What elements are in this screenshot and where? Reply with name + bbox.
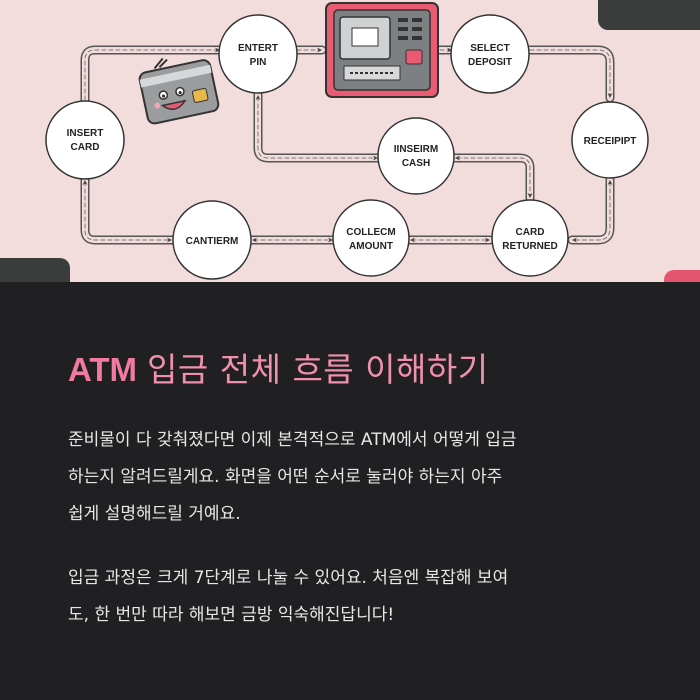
- paragraph-steps: 입금 과정은 크게 7단계로 나눌 수 있어요. 처음엔 복잡해 보여 도, 한…: [68, 560, 638, 634]
- corner-block-bottom-right: [664, 270, 700, 282]
- step-label-line1: ENTERT: [238, 43, 278, 54]
- step-label-line2: CASH: [402, 158, 430, 169]
- step-collect-amount: COLLECM AMOUNT: [332, 199, 410, 277]
- connector-receipt-to-returned: [567, 175, 615, 245]
- connector-card-to-confirm: [80, 175, 177, 245]
- step-insert-card: INSERT CARD: [45, 100, 125, 180]
- connector-pin-to-cash: [253, 90, 383, 163]
- step-label-line2: DEPOSIT: [468, 57, 512, 68]
- step-label-line2: CARD: [71, 142, 100, 153]
- corner-block-top-right: [598, 0, 700, 30]
- step-enter-pin: ENTERT PIN: [218, 14, 298, 94]
- card-mascot-icon: [138, 57, 220, 125]
- atm-machine-icon: [325, 2, 439, 98]
- title-text: 입금 전체 흐름 이해하기: [147, 350, 489, 389]
- step-label-line1: COLLECM: [346, 227, 395, 238]
- step-label-line1: SELECT: [470, 43, 509, 54]
- paragraph-line: 입금 과정은 크게 7단계로 나눌 수 있어요. 처음엔 복잡해 보여: [68, 568, 509, 588]
- corner-block-bottom-left: [0, 258, 70, 282]
- step-confirm: CANTIERM: [172, 200, 252, 280]
- paragraph-line: 하는지 알려드릴게요. 화면을 어떤 순서로 눌러야 하는지 아주: [68, 467, 503, 487]
- step-label-line1: CANTIERM: [186, 236, 239, 247]
- paragraph-intro: 준비물이 다 갖춰졌다면 이제 본격적으로 ATM에서 어떻게 입금 하는지 알…: [68, 422, 638, 533]
- step-label-line2: PIN: [250, 57, 267, 68]
- step-select-deposit: SELECT DEPOSIT: [450, 14, 530, 94]
- atm-flow-diagram: INSERT CARD ENTERT PIN SELECT DEPOSIT RE…: [0, 0, 700, 282]
- paragraph-line: 쉽게 설명해드릴 거예요.: [68, 504, 241, 524]
- step-label-line2: AMOUNT: [349, 241, 393, 252]
- paragraph-line: 준비물이 다 갖춰졌다면 이제 본격적으로 ATM에서 어떻게 입금: [68, 430, 517, 450]
- flow-connectors: [80, 45, 615, 245]
- title-accent: ATM: [68, 351, 138, 388]
- step-label-line1: IINSEIRM: [394, 144, 438, 155]
- step-label-line1: RECEIPIPT: [584, 136, 637, 147]
- step-insert-cash: IINSEIRM CASH: [377, 117, 455, 195]
- step-label-line1: INSERT: [67, 128, 104, 139]
- step-card-returned: CARD RETURNED: [491, 199, 569, 277]
- step-receipt: RECEIPIPT: [571, 101, 649, 179]
- connector-deposit-to-receipt: [523, 45, 615, 103]
- step-label-line2: RETURNED: [502, 241, 558, 252]
- atm-flow-illustration: INSERT CARD ENTERT PIN SELECT DEPOSIT RE…: [0, 0, 700, 282]
- connector-cash-to-returned: [450, 153, 535, 203]
- paragraph-line: 도, 한 번만 따라 해보면 금방 익숙해진답니다!: [68, 605, 395, 625]
- step-label-line1: CARD: [516, 227, 545, 238]
